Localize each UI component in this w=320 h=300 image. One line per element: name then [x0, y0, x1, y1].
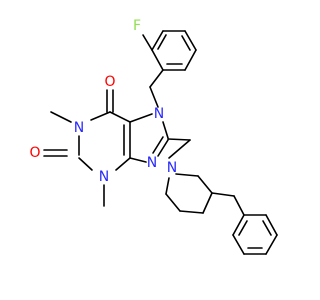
bond-c8-ch2 — [167, 138, 191, 141]
bond-n1-methyl — [50, 111, 72, 123]
bonds — [43, 30, 278, 255]
bond-pip-4 — [179, 210, 204, 214]
bond-pip-3 — [202, 192, 213, 214]
bond-ph-2-inner — [262, 220, 272, 236]
bond-ch2-phenyl — [233, 195, 245, 216]
bond-n9-c4 — [129, 157, 147, 163]
piperidine-n-label: N — [167, 160, 177, 176]
structure-canvas: F O O N N N N N — [29, 18, 278, 255]
bond-ph-3 — [265, 234, 278, 255]
bond-ch2-aryl — [149, 69, 164, 88]
bond-pip-5 — [165, 193, 181, 212]
oxygen-left-label: O — [29, 145, 40, 161]
n3-label: N — [99, 169, 109, 185]
bond-c8-n9-a — [157, 139, 169, 157]
bond-aryl-2 — [151, 30, 164, 51]
bond-ph-5 — [232, 234, 245, 255]
bond-aryl-2-inner — [157, 34, 167, 50]
bond-c2-n3 — [78, 157, 93, 171]
bond-ph-6 — [232, 214, 245, 236]
bond-ph-6-inner — [238, 220, 248, 236]
bond-aryl-1 — [151, 49, 164, 71]
bond-aryl-4 — [184, 30, 197, 51]
bond-pip-2 — [197, 175, 213, 194]
bond-c5-c6 — [109, 111, 131, 123]
bond-aryl-4-inner — [181, 35, 191, 51]
bond-pip-ch2 — [211, 192, 235, 197]
bond-ph-2 — [265, 214, 278, 236]
bond-aryl-5 — [184, 49, 197, 71]
oxygen-top-label: O — [104, 74, 115, 90]
bond-c5-n7 — [129, 113, 153, 123]
bond-n7-ch2 — [149, 86, 159, 108]
n7-label: N — [154, 106, 164, 122]
n9-label: N — [147, 155, 157, 171]
bond-ch2-npip — [168, 139, 191, 159]
n1-label: N — [74, 120, 84, 136]
bond-n3-c4 — [115, 157, 131, 171]
bond-c6-n1 — [90, 111, 111, 121]
bond-pip-1 — [175, 173, 199, 177]
bond-aryl-f — [142, 34, 153, 51]
bond-pip-6 — [165, 177, 170, 195]
atom-labels: F O O N N N N N — [29, 18, 177, 185]
molecule-diagram: F O O N N N N N — [29, 18, 278, 255]
fluorine-label: F — [133, 18, 141, 34]
bond-n7-c8 — [162, 121, 169, 139]
bond-c8-n9-b — [152, 136, 164, 154]
